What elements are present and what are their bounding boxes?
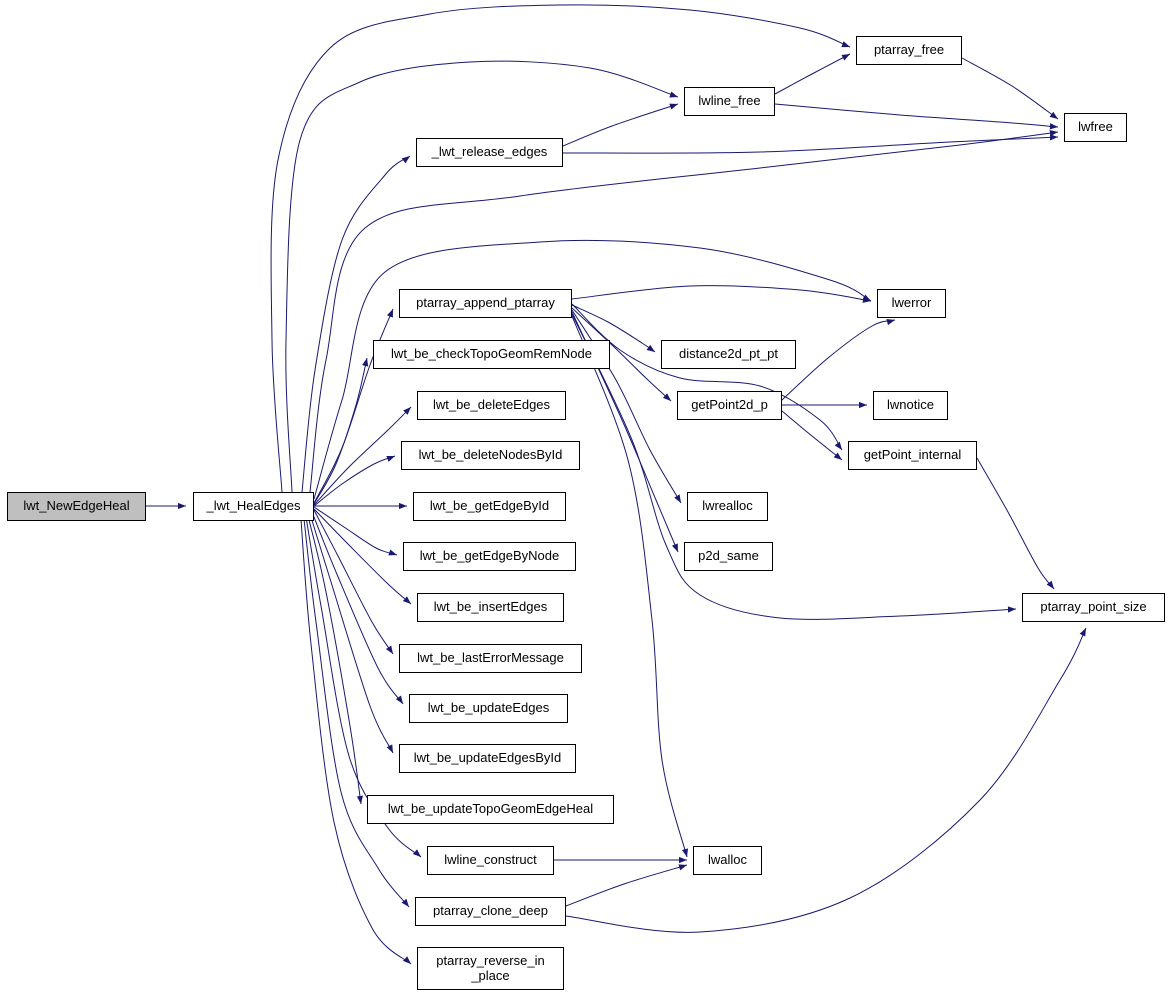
edge-_lwt_HealEdges-lwt_be_checkTopoGeomRemNode (313, 357, 369, 505)
node-lwline_construct[interactable]: lwline_construct (427, 846, 554, 875)
edge-_lwt_HealEdges-lwline_free (285, 60, 679, 493)
node-lwt_be_updateTopoGeomEdgeHeal[interactable]: lwt_be_updateTopoGeomEdgeHeal (367, 795, 614, 824)
edge-_lwt_HealEdges-ptarray_free (270, 4, 851, 493)
edge-_lwt_HealEdges-lwt_be_deleteEdges (313, 406, 412, 506)
edge-ptarray_append_ptarray-ptarray_point_size (571, 313, 1017, 620)
edge-_lwt_HealEdges-lwt_be_lastErrorMessage (313, 509, 394, 655)
edge-_lwt_HealEdges-lwt_be_updateEdgesById (309, 513, 394, 754)
edge-lwline_free-lwfree (774, 103, 1059, 130)
node-lwerror[interactable]: lwerror (877, 289, 946, 318)
edge-_lwt_HealEdges-_lwt_release_edges (301, 155, 411, 493)
edge-_lwt_release_edges-lwfree (562, 134, 1059, 154)
edge-getPoint2d_p-lwerror (781, 318, 896, 401)
edge-ptarray_clone_deep-ptarray_point_size (565, 627, 1087, 933)
node-lwt_be_insertEdges[interactable]: lwt_be_insertEdges (417, 593, 564, 622)
node-lwt_be_updateEdges[interactable]: lwt_be_updateEdges (409, 694, 568, 723)
node-lwfree[interactable]: lwfree (1064, 113, 1127, 142)
edge-ptarray_append_ptarray-lwalloc (571, 315, 689, 858)
edge-_lwt_HealEdges-lwerror (313, 239, 872, 500)
node-ptarray_append_ptarray[interactable]: ptarray_append_ptarray (399, 289, 572, 318)
edge-ptarray_append_ptarray-getPoint2d_p (571, 307, 672, 402)
node-_lwt_HealEdges[interactable]: _lwt_HealEdges (193, 492, 314, 521)
node-ptarray_clone_deep[interactable]: ptarray_clone_deep (415, 897, 566, 926)
node-lwalloc[interactable]: lwalloc (693, 846, 762, 875)
node-ptarray_reverse_in_place[interactable]: ptarray_reverse_in _place (417, 947, 564, 990)
edge-_lwt_HealEdges-lwt_be_updateTopoGeomEdgeHeal (307, 515, 363, 805)
node-p2d_same[interactable]: p2d_same (684, 542, 773, 571)
node-lwt_be_deleteEdges[interactable]: lwt_be_deleteEdges (417, 391, 566, 420)
edge-_lwt_release_edges-lwline_free (562, 103, 679, 147)
edge-getPoint_internal-ptarray_point_size (976, 457, 1055, 590)
edge-_lwt_HealEdges-lwfree (309, 129, 1059, 493)
node-lwt_be_lastErrorMessage[interactable]: lwt_be_lastErrorMessage (399, 644, 582, 673)
edge-ptarray_append_ptarray-distance2d_pt_pt (571, 304, 656, 353)
node-distance2d_pt_pt[interactable]: distance2d_pt_pt (661, 340, 796, 369)
node-lwt_be_getEdgeById[interactable]: lwt_be_getEdgeById (413, 492, 566, 521)
node-getPoint_internal[interactable]: getPoint_internal (848, 441, 977, 470)
node-_lwt_release_edges[interactable]: _lwt_release_edges (416, 138, 563, 167)
edge-_lwt_HealEdges-lwt_be_updateEdges (311, 511, 404, 705)
edge-_lwt_HealEdges-ptarray_clone_deep (303, 518, 410, 908)
edge-_lwt_HealEdges-lwt_be_insertEdges (313, 508, 412, 605)
edge-ptarray_free-lwfree (961, 57, 1059, 120)
node-ptarray_free[interactable]: ptarray_free (856, 36, 962, 65)
node-lwt_be_getEdgeByNode[interactable]: lwt_be_getEdgeByNode (403, 542, 576, 571)
edge-getPoint2d_p-getPoint_internal (781, 410, 843, 461)
edge-_lwt_HealEdges-ptarray_append_ptarray (313, 308, 394, 504)
edge-ptarray_clone_deep-lwalloc (565, 864, 688, 907)
node-lwline_free[interactable]: lwline_free (684, 87, 775, 116)
node-lwrealloc[interactable]: lwrealloc (687, 492, 768, 521)
edge-ptarray_append_ptarray-getPoint_internal (571, 303, 843, 451)
edge-_lwt_HealEdges-lwline_construct (305, 516, 422, 858)
edge-lwline_free-ptarray_free (774, 53, 851, 95)
node-lwt_NewEdgeHeal: lwt_NewEdgeHeal (7, 492, 146, 521)
node-lwnotice[interactable]: lwnotice (873, 391, 948, 420)
edge-_lwt_HealEdges-lwt_be_deleteNodesById (313, 455, 396, 507)
node-lwt_be_deleteNodesById[interactable]: lwt_be_deleteNodesById (401, 441, 580, 470)
node-lwt_be_updateEdgesById[interactable]: lwt_be_updateEdgesById (399, 744, 576, 773)
edge-_lwt_HealEdges-lwt_be_getEdgeByNode (313, 506, 398, 556)
edge-_lwt_HealEdges-ptarray_reverse_in_place (300, 519, 412, 965)
node-lwt_be_checkTopoGeomRemNode[interactable]: lwt_be_checkTopoGeomRemNode (373, 340, 610, 369)
edge-ptarray_append_ptarray-lwerror (571, 285, 872, 303)
node-ptarray_point_size[interactable]: ptarray_point_size (1022, 593, 1165, 622)
edge-ptarray_append_ptarray-lwrealloc (571, 309, 682, 504)
node-getPoint2d_p[interactable]: getPoint2d_p (677, 391, 782, 420)
